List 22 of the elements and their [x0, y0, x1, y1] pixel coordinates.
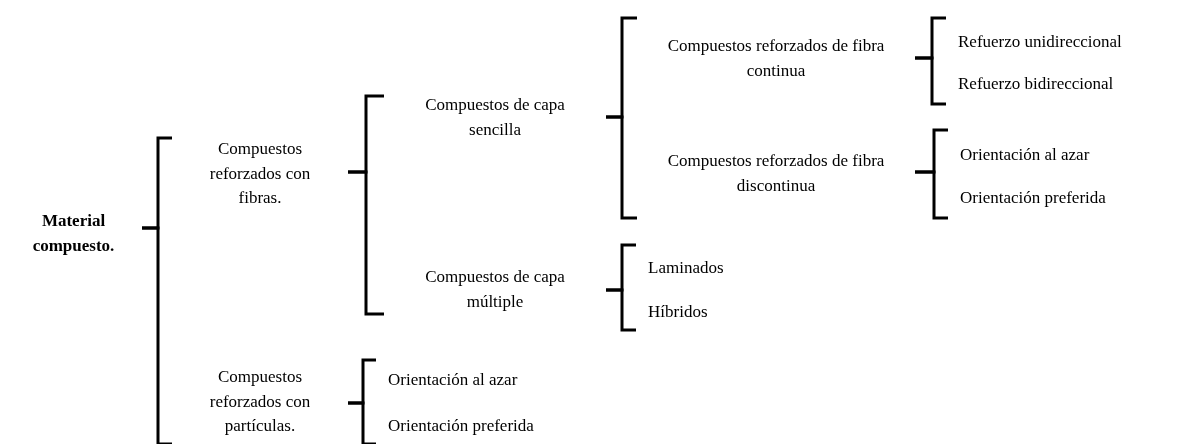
leaf-label: Orientación preferida [388, 414, 534, 437]
leaf-label: Orientación al azar [388, 368, 518, 391]
bracket-connector [348, 401, 376, 444]
leaf-label: Orientación preferida [960, 186, 1106, 209]
category-label: Compuestos reforzados de fibra continua [666, 35, 886, 82]
bracket-connector [606, 115, 637, 220]
bracket-connector [915, 170, 948, 220]
category-label: Compuestos de capa múltiple [424, 266, 566, 313]
bracket-connector [606, 288, 636, 332]
category-label: Compuestos reforzados con fibras. [208, 138, 312, 210]
leaf-label: Orientación al azar [960, 143, 1090, 166]
leaf-label: Refuerzo bidireccional [958, 72, 1114, 95]
leaf-label: Refuerzo unidireccional [958, 30, 1122, 53]
bracket-connector [142, 226, 172, 444]
root-label: Material compuesto. [31, 210, 116, 257]
category-label: Compuestos reforzados con partículas. [208, 366, 312, 438]
bracket-connector [915, 56, 946, 106]
category-label: Compuestos de capa sencilla [424, 94, 566, 141]
category-label: Compuestos reforzados de fibra discontinua [666, 150, 886, 197]
leaf-label: Laminados [648, 256, 724, 279]
bracket-connector [348, 170, 384, 316]
leaf-label: Híbridos [648, 300, 708, 323]
